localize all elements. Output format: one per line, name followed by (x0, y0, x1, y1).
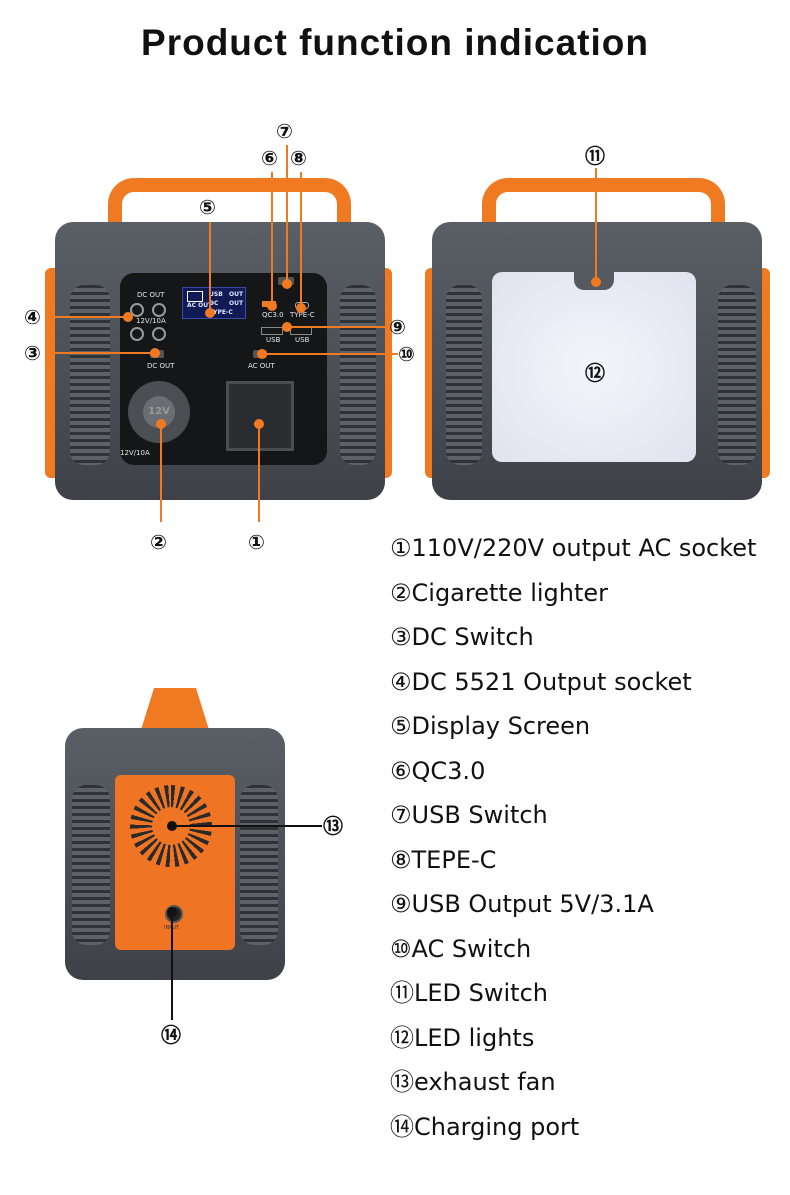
grill (340, 285, 376, 465)
legend-item: ⑩AC Switch (390, 934, 532, 963)
usb-port (261, 327, 283, 335)
legend-item: ⑭Charging port (390, 1112, 580, 1141)
lcd-text: OUT (229, 300, 244, 307)
marker-14: ⑭ (161, 1023, 181, 1047)
grill (240, 785, 278, 945)
lighter-rating: 12V/10A (120, 449, 150, 457)
battery-icon (187, 291, 203, 302)
ac-switch-label: AC OUT (248, 362, 275, 370)
marker-11: ⑪ (585, 144, 605, 168)
type-c-label: TYPE-C (290, 311, 315, 319)
lcd-text: TYPE-C (209, 309, 233, 316)
marker-4: ④ (24, 305, 41, 329)
grill (718, 285, 756, 465)
marker-5: ⑤ (199, 195, 216, 219)
legend-item: ⑦USB Switch (390, 801, 548, 829)
legend-item: ②Cigarette lighter (390, 578, 609, 607)
marker-1: ① (248, 530, 265, 554)
usb-label: USB (295, 336, 310, 344)
marker-7: ⑦ (276, 119, 293, 143)
marker-9: ⑨ (389, 315, 406, 339)
dc-switch-label: DC OUT (147, 362, 175, 370)
marker-3: ③ (24, 341, 41, 365)
marker-8: ⑧ (290, 146, 307, 170)
led-light-panel (492, 272, 696, 462)
dc-rating-label: 12V/10A (136, 317, 166, 325)
legend-item: ⑫LED lights (390, 1023, 535, 1052)
legend-item: ③DC Switch (390, 623, 534, 651)
legend-item: ⑪LED Switch (390, 979, 548, 1007)
dc-socket (130, 303, 144, 317)
lcd-text: USB (209, 291, 223, 298)
lcd-text: AC OUT (187, 302, 213, 309)
marker-6: ⑥ (261, 146, 278, 170)
qc-label: QC3.0 (262, 311, 284, 319)
function-legend: ①110V/220V output AC socket ②Cigarette l… (390, 532, 756, 1155)
control-panel: DC OUT 12V/10A USB OUT AC OUT DC OUT TYP… (120, 273, 327, 465)
marker-10: ⑩ (398, 342, 415, 366)
legend-item: ①110V/220V output AC socket (390, 534, 757, 562)
dc-socket (152, 327, 166, 341)
lcd-text: DC (209, 300, 219, 307)
legend-item: ⑤Display Screen (390, 712, 591, 740)
legend-item: ⑨USB Output 5V/3.1A (390, 890, 654, 918)
dc-socket (152, 303, 166, 317)
legend-item: ④DC 5521 Output socket (390, 667, 692, 696)
legend-item: ⑬exhaust fan (390, 1068, 556, 1096)
dc-socket (130, 327, 144, 341)
grill (72, 785, 110, 945)
dc-out-label: DC OUT (137, 291, 165, 299)
grill (70, 285, 110, 465)
cigarette-lighter: 12V (128, 381, 190, 443)
marker-2: ② (150, 530, 167, 554)
legend-item: ⑧TEPE-C (390, 845, 497, 874)
page-title: Product function indication (141, 22, 649, 63)
usb-label: USB (266, 336, 281, 344)
marker-13: ⑬ (323, 814, 343, 838)
legend-item: ⑥QC3.0 (390, 756, 486, 785)
grill (446, 285, 482, 465)
lcd-text: OUT (229, 291, 244, 298)
handle (140, 688, 210, 733)
marker-12: ⑫ (585, 361, 605, 385)
